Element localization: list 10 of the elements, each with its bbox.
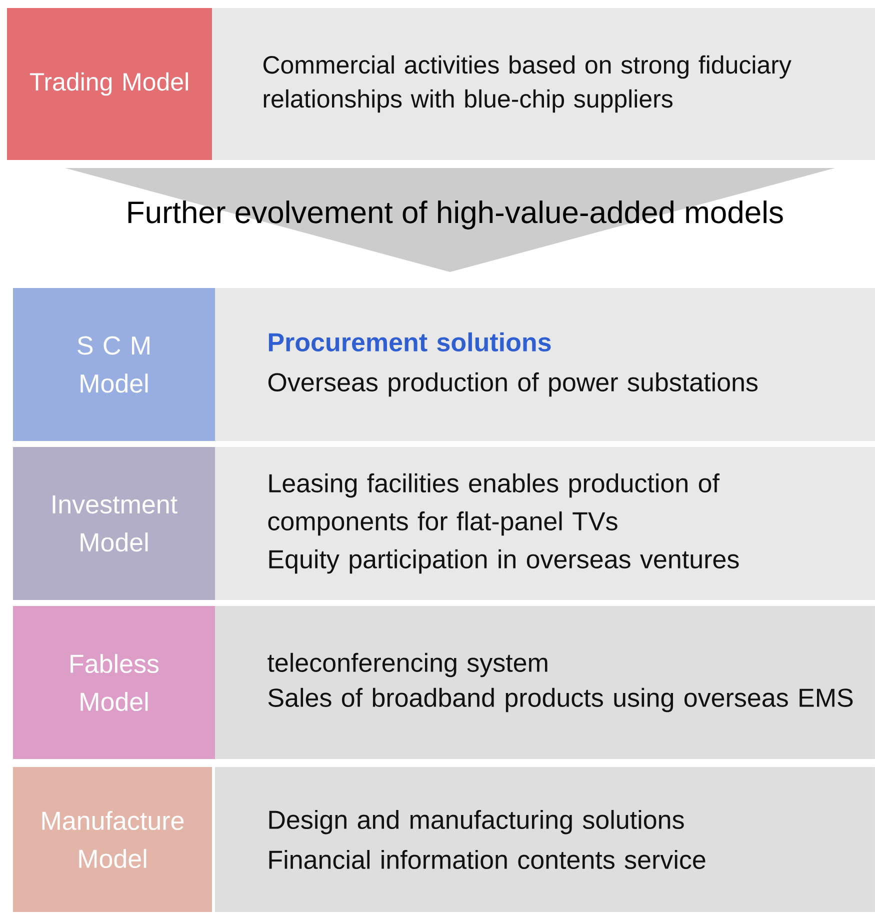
model-label-box: Investment Model [13,447,215,600]
description-box: Leasing facilities enables production of components for flat-panel TVs Equity participation in overseas ventures [215,447,875,600]
description-box: Procurement solutions Overseas production of power substations [215,288,875,441]
model-label-box: Manufacture Model [13,767,212,912]
description-box: teleconferencing system Sales of broadband products using overseas EMS [215,606,875,759]
model-label-box: S C M Model [13,288,215,441]
model-label-box: Fabless Model [13,606,215,759]
model-label-box: Trading Model [7,8,212,160]
description-box: Commercial activities based on strong fiduciary relationships with blue-chip suppliers [212,8,875,160]
description-box: Design and manufacturing solutions Financial information contents service [215,767,875,912]
